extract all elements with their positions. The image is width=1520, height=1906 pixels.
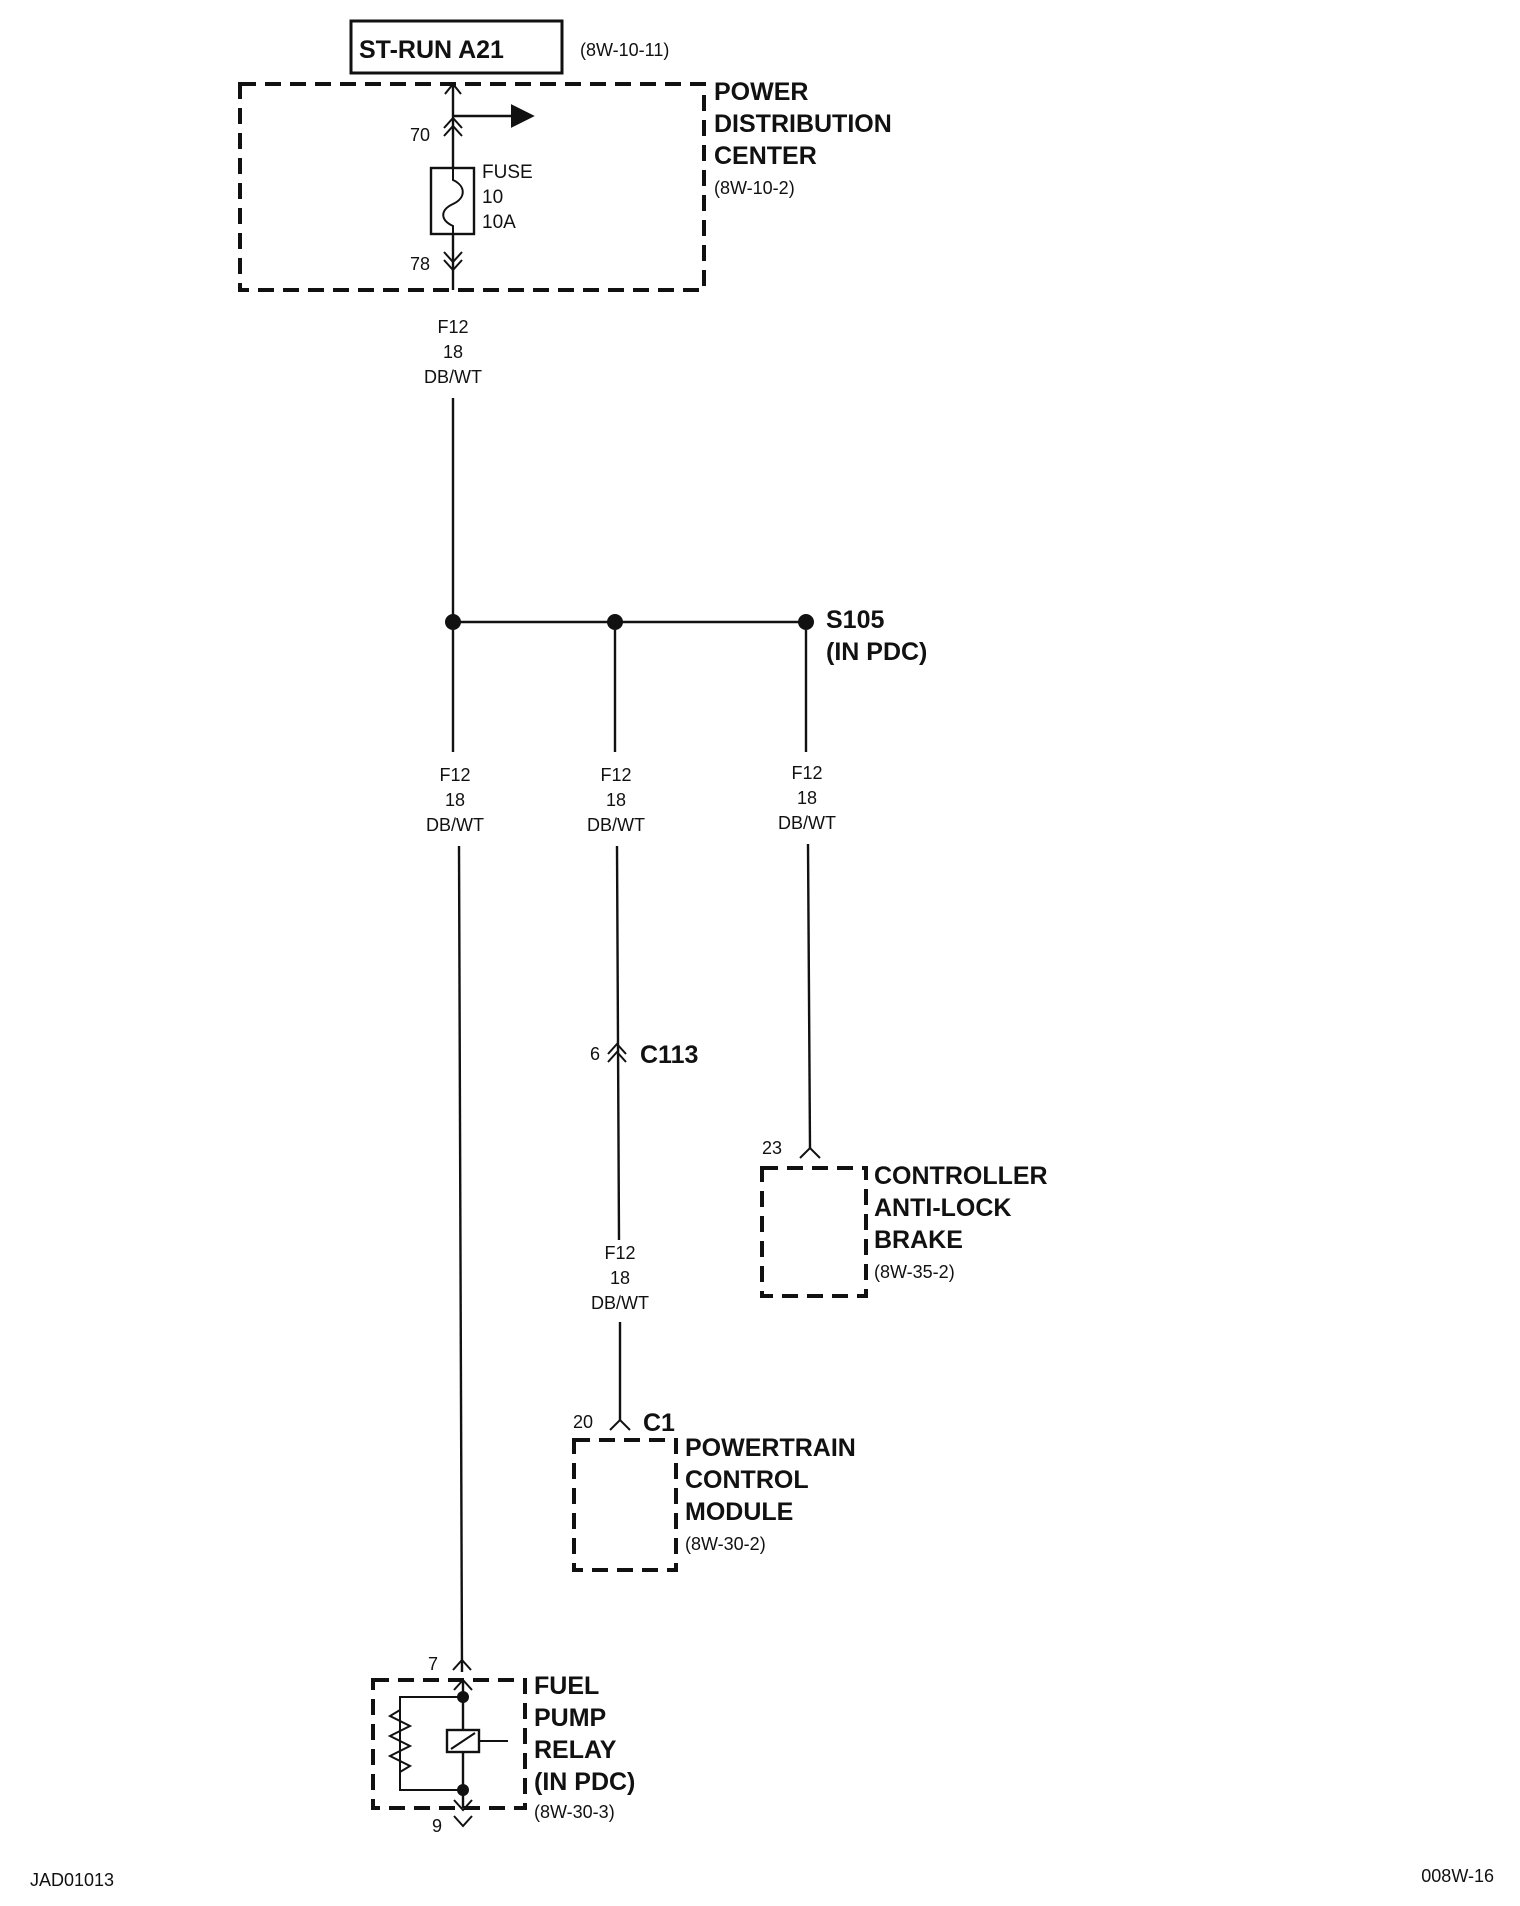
relay-pin-7-connector-symbol [452, 1658, 472, 1671]
fuse-label-line-2: 10 [482, 187, 503, 208]
pcm-branch-wire-mid [615, 845, 621, 1241]
fuse-label-line-1: FUSE [482, 162, 533, 183]
relay-branch-circuit: F12 [439, 765, 470, 785]
relay-resistor-icon [387, 1709, 413, 1773]
pcm-pin: 20 [573, 1412, 593, 1432]
relay-name-line-2: PUMP [534, 1704, 606, 1732]
pdc-pin-78: 78 [410, 254, 430, 274]
pcm-reference: (8W-30-2) [685, 1534, 766, 1554]
abs-connector-symbol [799, 1146, 821, 1159]
c113-connector-symbol [607, 1042, 627, 1055]
abs-branch-wire-lower [806, 843, 812, 1149]
relay-name-line-4: (IN PDC) [534, 1768, 635, 1796]
relay-pin-7: 7 [428, 1654, 438, 1674]
pdc-name-line-1: POWER [714, 78, 808, 106]
fuse-element [442, 168, 464, 234]
relay-branch-gauge: 18 [445, 790, 465, 810]
pcm-connector-symbol [609, 1418, 631, 1431]
main-wire-circuit: F12 [437, 317, 468, 337]
abs-branch-gauge: 18 [797, 788, 817, 808]
footer-right-code: 008W-16 [1421, 1866, 1494, 1886]
pcm-lower-color: DB/WT [591, 1293, 649, 1313]
splice-node-1 [445, 614, 461, 630]
relay-coil-slash [450, 1732, 476, 1750]
abs-name-line-2: ANTI-LOCK [874, 1194, 1011, 1222]
fuel-pump-relay-outline [371, 1678, 527, 1810]
pdc-pin-70: 70 [410, 125, 430, 145]
fuse-label-line-3: 10A [482, 212, 516, 233]
pcm-branch-gauge: 18 [606, 790, 626, 810]
relay-reference: (8W-30-3) [534, 1802, 615, 1822]
pdc-name-line-3: CENTER [714, 142, 817, 170]
pdc-top-chevron [444, 82, 462, 95]
abs-controller-outline [760, 1166, 868, 1298]
pcm-lower-circuit: F12 [604, 1243, 635, 1263]
pcm-name-line-3: MODULE [685, 1498, 793, 1526]
splice-node-2 [607, 614, 623, 630]
abs-branch-circuit: F12 [791, 763, 822, 783]
relay-pin-9-connector-symbol [453, 1815, 473, 1828]
abs-pin: 23 [762, 1138, 782, 1158]
pin-78-connector-symbol [443, 251, 463, 264]
circuit-reference: (8W-10-11) [580, 40, 669, 60]
relay-pin-9: 9 [432, 1816, 442, 1836]
abs-branch-color: DB/WT [778, 813, 836, 833]
pcm-outline [572, 1438, 678, 1572]
relay-name-line-3: RELAY [534, 1736, 617, 1764]
relay-resistor-path [399, 1696, 463, 1791]
circuit-label: ST-RUN A21 [359, 36, 504, 64]
pdc-outline [238, 82, 706, 292]
c113-connector-symbol-2 [607, 1050, 627, 1063]
abs-name-line-1: CONTROLLER [874, 1162, 1048, 1190]
abs-reference: (8W-35-2) [874, 1262, 955, 1282]
circuit-label-box [349, 19, 564, 75]
relay-name-line-1: FUEL [534, 1672, 599, 1700]
pdc-name-line-2: DISTRIBUTION [714, 110, 892, 138]
pcm-branch-color: DB/WT [587, 815, 645, 835]
splice-node-3 [798, 614, 814, 630]
footer-left-code: JAD01013 [30, 1870, 114, 1890]
main-wire-color: DB/WT [424, 367, 482, 387]
pdc-reference: (8W-10-2) [714, 178, 795, 198]
pcm-name-line-1: POWERTRAIN [685, 1434, 856, 1462]
c113-pin: 6 [590, 1044, 600, 1064]
relay-branch-wire-lower [457, 845, 464, 1673]
main-wire-gauge: 18 [443, 342, 463, 362]
c113-name: C113 [640, 1041, 698, 1069]
relay-bottom-chevron [453, 1799, 473, 1812]
pcm-branch-circuit: F12 [600, 765, 631, 785]
abs-name-line-3: BRAKE [874, 1226, 963, 1254]
pin-70-connector-symbol-2 [443, 124, 463, 137]
pcm-connector-name: C1 [643, 1409, 675, 1437]
pcm-name-line-2: CONTROL [685, 1466, 809, 1494]
splice-name: S105 [826, 606, 884, 634]
pcm-lower-gauge: 18 [610, 1268, 630, 1288]
relay-branch-color: DB/WT [426, 815, 484, 835]
pin-70-connector-symbol [443, 116, 463, 129]
splice-location: (IN PDC) [826, 638, 927, 666]
pin-78-connector-symbol-2 [443, 259, 463, 272]
